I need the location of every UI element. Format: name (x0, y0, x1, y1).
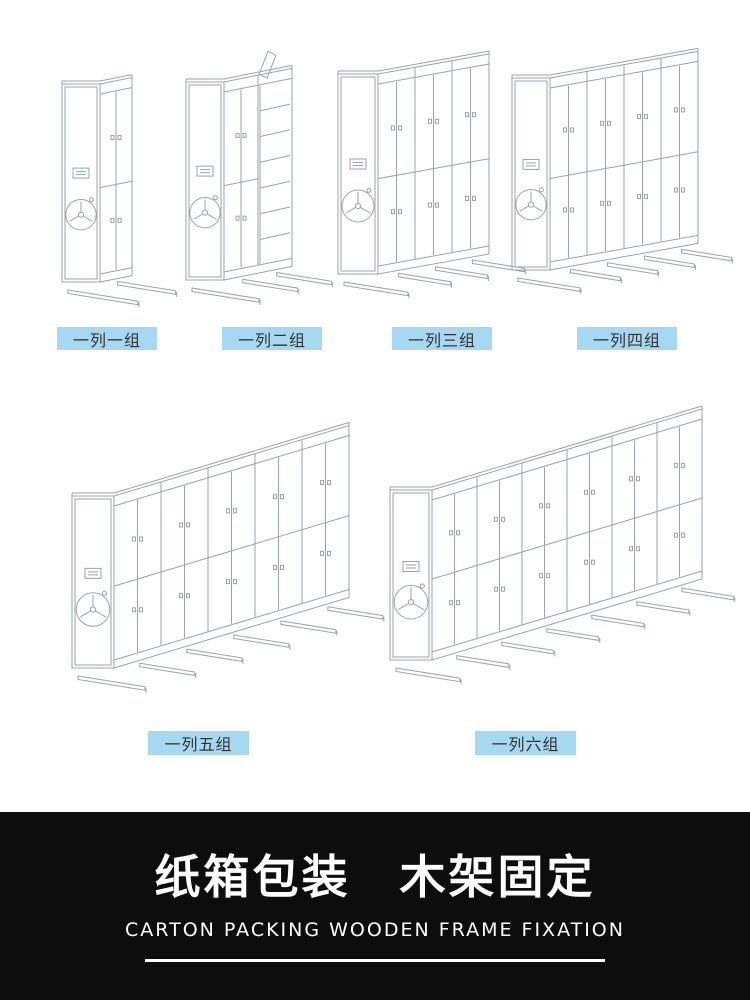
packing-title: 纸箱包装 木架固定 (154, 850, 596, 904)
cabinet-line-drawings (61, 47, 736, 693)
config-label-one-column-one-group: 一列一组 (57, 327, 157, 350)
cabinet-figure-one-column-five-groups (71, 422, 385, 693)
config-label-one-column-six-groups: 一列六组 (475, 731, 576, 755)
cabinet-figure-one-column-four-groups (511, 47, 733, 294)
footer-band: 纸箱包装 木架固定 CARTON PACKING WOODEN FRAME FI… (0, 812, 750, 1000)
cabinet-figure-one-column-six-groups (389, 405, 736, 685)
cabinet-figure-one-column-three-groups (337, 50, 526, 299)
config-label-one-column-five-groups: 一列五组 (148, 731, 249, 755)
config-label-one-column-three-groups: 一列三组 (392, 327, 492, 350)
cabinet-figure-one-column-one-group (61, 74, 178, 308)
config-label-one-column-two-groups: 一列二组 (222, 327, 322, 350)
packing-subtitle: CARTON PACKING WOODEN FRAME FIXATION (125, 918, 625, 941)
cabinet-figure-one-column-two-groups (185, 50, 334, 305)
divider-line (145, 958, 605, 962)
config-label-one-column-four-groups: 一列四组 (577, 327, 677, 350)
